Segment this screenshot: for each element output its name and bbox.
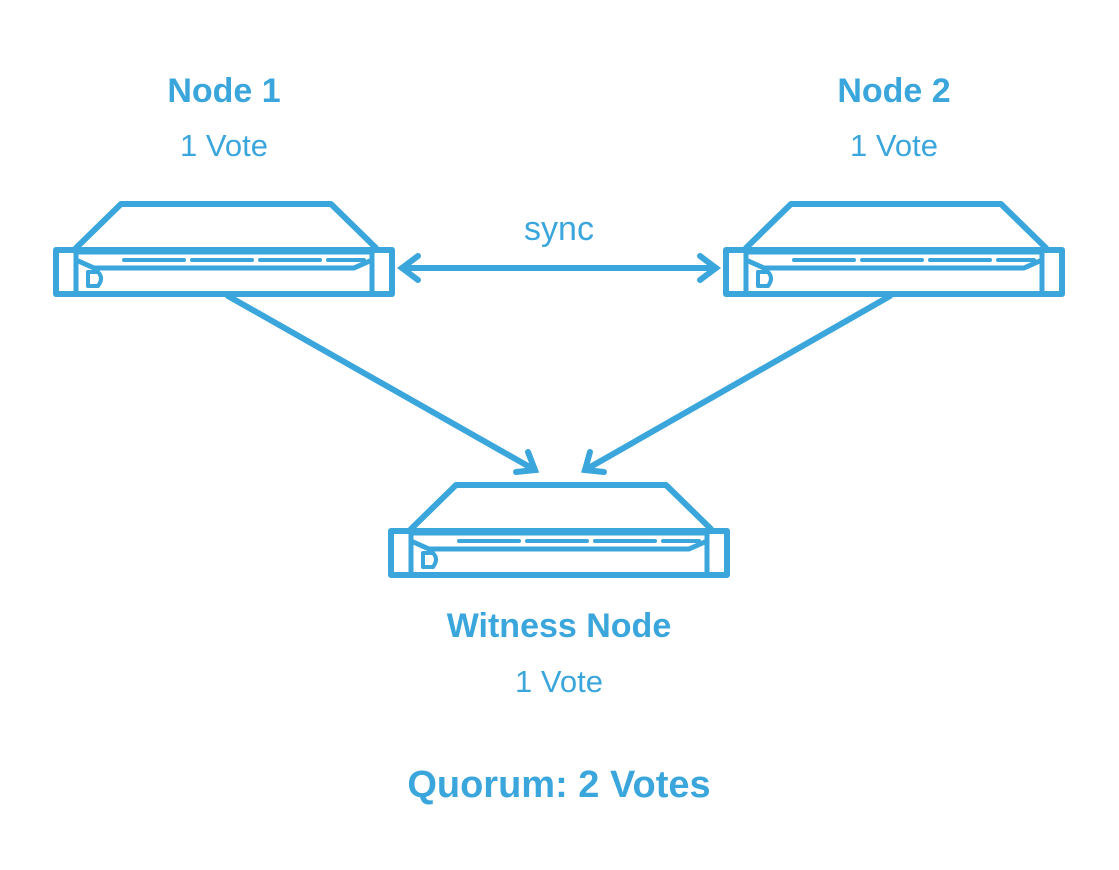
node2-title: Node 2 bbox=[837, 72, 951, 110]
node2-server-icon bbox=[726, 204, 1062, 294]
witness-title: Witness Node bbox=[446, 607, 672, 645]
sync-arrow-right-head bbox=[697, 253, 721, 283]
node1-votes: 1 Vote bbox=[180, 128, 268, 163]
node1-to-witness-arrowhead bbox=[513, 449, 540, 475]
witness-votes: 1 Vote bbox=[515, 664, 603, 699]
node1-server-icon bbox=[56, 204, 392, 294]
sync-label: sync bbox=[524, 210, 594, 248]
node2-to-witness-arrowhead bbox=[581, 449, 607, 475]
witness-server-icon bbox=[391, 485, 727, 575]
node2-votes: 1 Vote bbox=[850, 128, 938, 163]
sync-arrow-left-head bbox=[397, 253, 421, 283]
quorum-summary: Quorum: 2 Votes bbox=[407, 764, 711, 806]
node1-to-witness-arrow bbox=[225, 293, 538, 473]
node2-to-witness-arrow bbox=[582, 293, 893, 473]
node1-title: Node 1 bbox=[167, 72, 281, 110]
